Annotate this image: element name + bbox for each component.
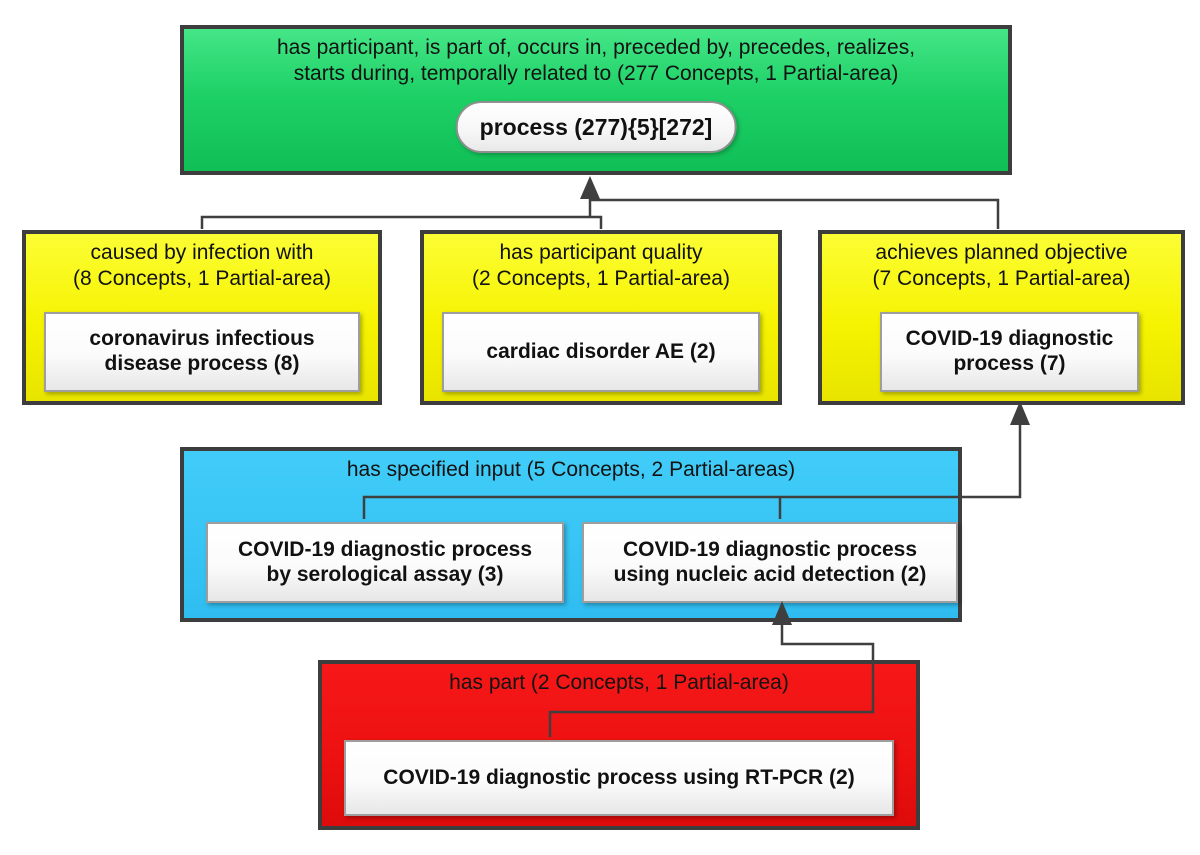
area-has-participant-quality-header-line1: has participant quality <box>499 241 703 264</box>
concept-label: COVID-19 diagnostic process using RT-PCR… <box>383 765 855 789</box>
concept-label: cardiac disorder AE (2) <box>486 339 716 363</box>
concept-label-line2: disease process (8) <box>104 352 300 375</box>
area-achieves-planned-objective-header: achieves planned objective (7 Concepts, … <box>822 240 1181 291</box>
area-has-participant-quality: has participant quality (2 Concepts, 1 P… <box>420 230 782 405</box>
concept-covid19-diagnostic-process: COVID-19 diagnostic process (7) <box>880 312 1139 392</box>
area-process-header: has participant, is part of, occurs in, … <box>184 35 1008 86</box>
concept-covid19-diagnostic-rt-pcr: COVID-19 diagnostic process using RT-PCR… <box>344 740 894 816</box>
area-achieves-planned-objective-header-line1: achieves planned objective <box>875 241 1128 264</box>
concept-covid19-diagnostic-nucleic-acid-detection: COVID-19 diagnostic process using nuclei… <box>582 522 958 603</box>
concept-cardiac-disorder-ae: cardiac disorder AE (2) <box>442 312 760 392</box>
concept-label-line1: COVID-19 diagnostic <box>905 327 1114 351</box>
area-achieves-planned-objective: achieves planned objective (7 Concepts, … <box>818 230 1185 405</box>
concept-label-line2: by serological assay (3) <box>266 562 504 586</box>
area-process-header-line1: has participant, is part of, occurs in, … <box>276 36 916 59</box>
connector-right-yellow-branch <box>590 198 1000 229</box>
area-has-part-header-line1: has part (2 Concepts, 1 Partial-area) <box>449 671 789 694</box>
concept-coronavirus-infectious-disease-process: coronavirus infectious disease process (… <box>44 312 360 392</box>
area-has-specified-input-header: has specified input (5 Concepts, 2 Parti… <box>184 457 958 483</box>
area-caused-by-infection-header: caused by infection with (8 Concepts, 1 … <box>26 240 378 291</box>
area-has-specified-input-header-line1: has specified input (5 Concepts, 2 Parti… <box>346 458 796 481</box>
concept-label-line1: COVID-19 diagnostic process <box>622 537 918 561</box>
concept-label-line1: COVID-19 diagnostic process <box>237 537 533 561</box>
area-process: has participant, is part of, occurs in, … <box>180 25 1012 175</box>
concept-covid19-diagnostic-serological-assay: COVID-19 diagnostic process by serologic… <box>206 522 564 603</box>
area-has-participant-quality-header-line2: (2 Concepts, 1 Partial-area) <box>472 266 730 290</box>
area-process-header-line2: starts during, temporally related to (27… <box>293 61 899 85</box>
area-caused-by-infection-header-line2: (8 Concepts, 1 Partial-area) <box>73 266 331 290</box>
area-has-participant-quality-header: has participant quality (2 Concepts, 1 P… <box>424 240 778 291</box>
area-caused-by-infection-header-line1: caused by infection with <box>90 241 314 264</box>
area-has-part: has part (2 Concepts, 1 Partial-area) CO… <box>318 660 920 830</box>
area-has-part-header: has part (2 Concepts, 1 Partial-area) <box>322 670 916 696</box>
area-has-specified-input: has specified input (5 Concepts, 2 Parti… <box>180 447 962 622</box>
concept-label-line1: coronavirus infectious <box>89 327 315 351</box>
connector-left-middle-yellow-branch <box>200 215 603 229</box>
arrowhead-to-process <box>580 176 600 199</box>
concept-label-line2: using nucleic acid detection (2) <box>613 562 927 586</box>
concept-process: process (277){5}[272] <box>455 101 737 153</box>
area-achieves-planned-objective-header-line2: (7 Concepts, 1 Partial-area) <box>872 266 1131 290</box>
concept-label-line2: process (7) <box>953 352 1066 375</box>
area-caused-by-infection: caused by infection with (8 Concepts, 1 … <box>22 230 382 405</box>
